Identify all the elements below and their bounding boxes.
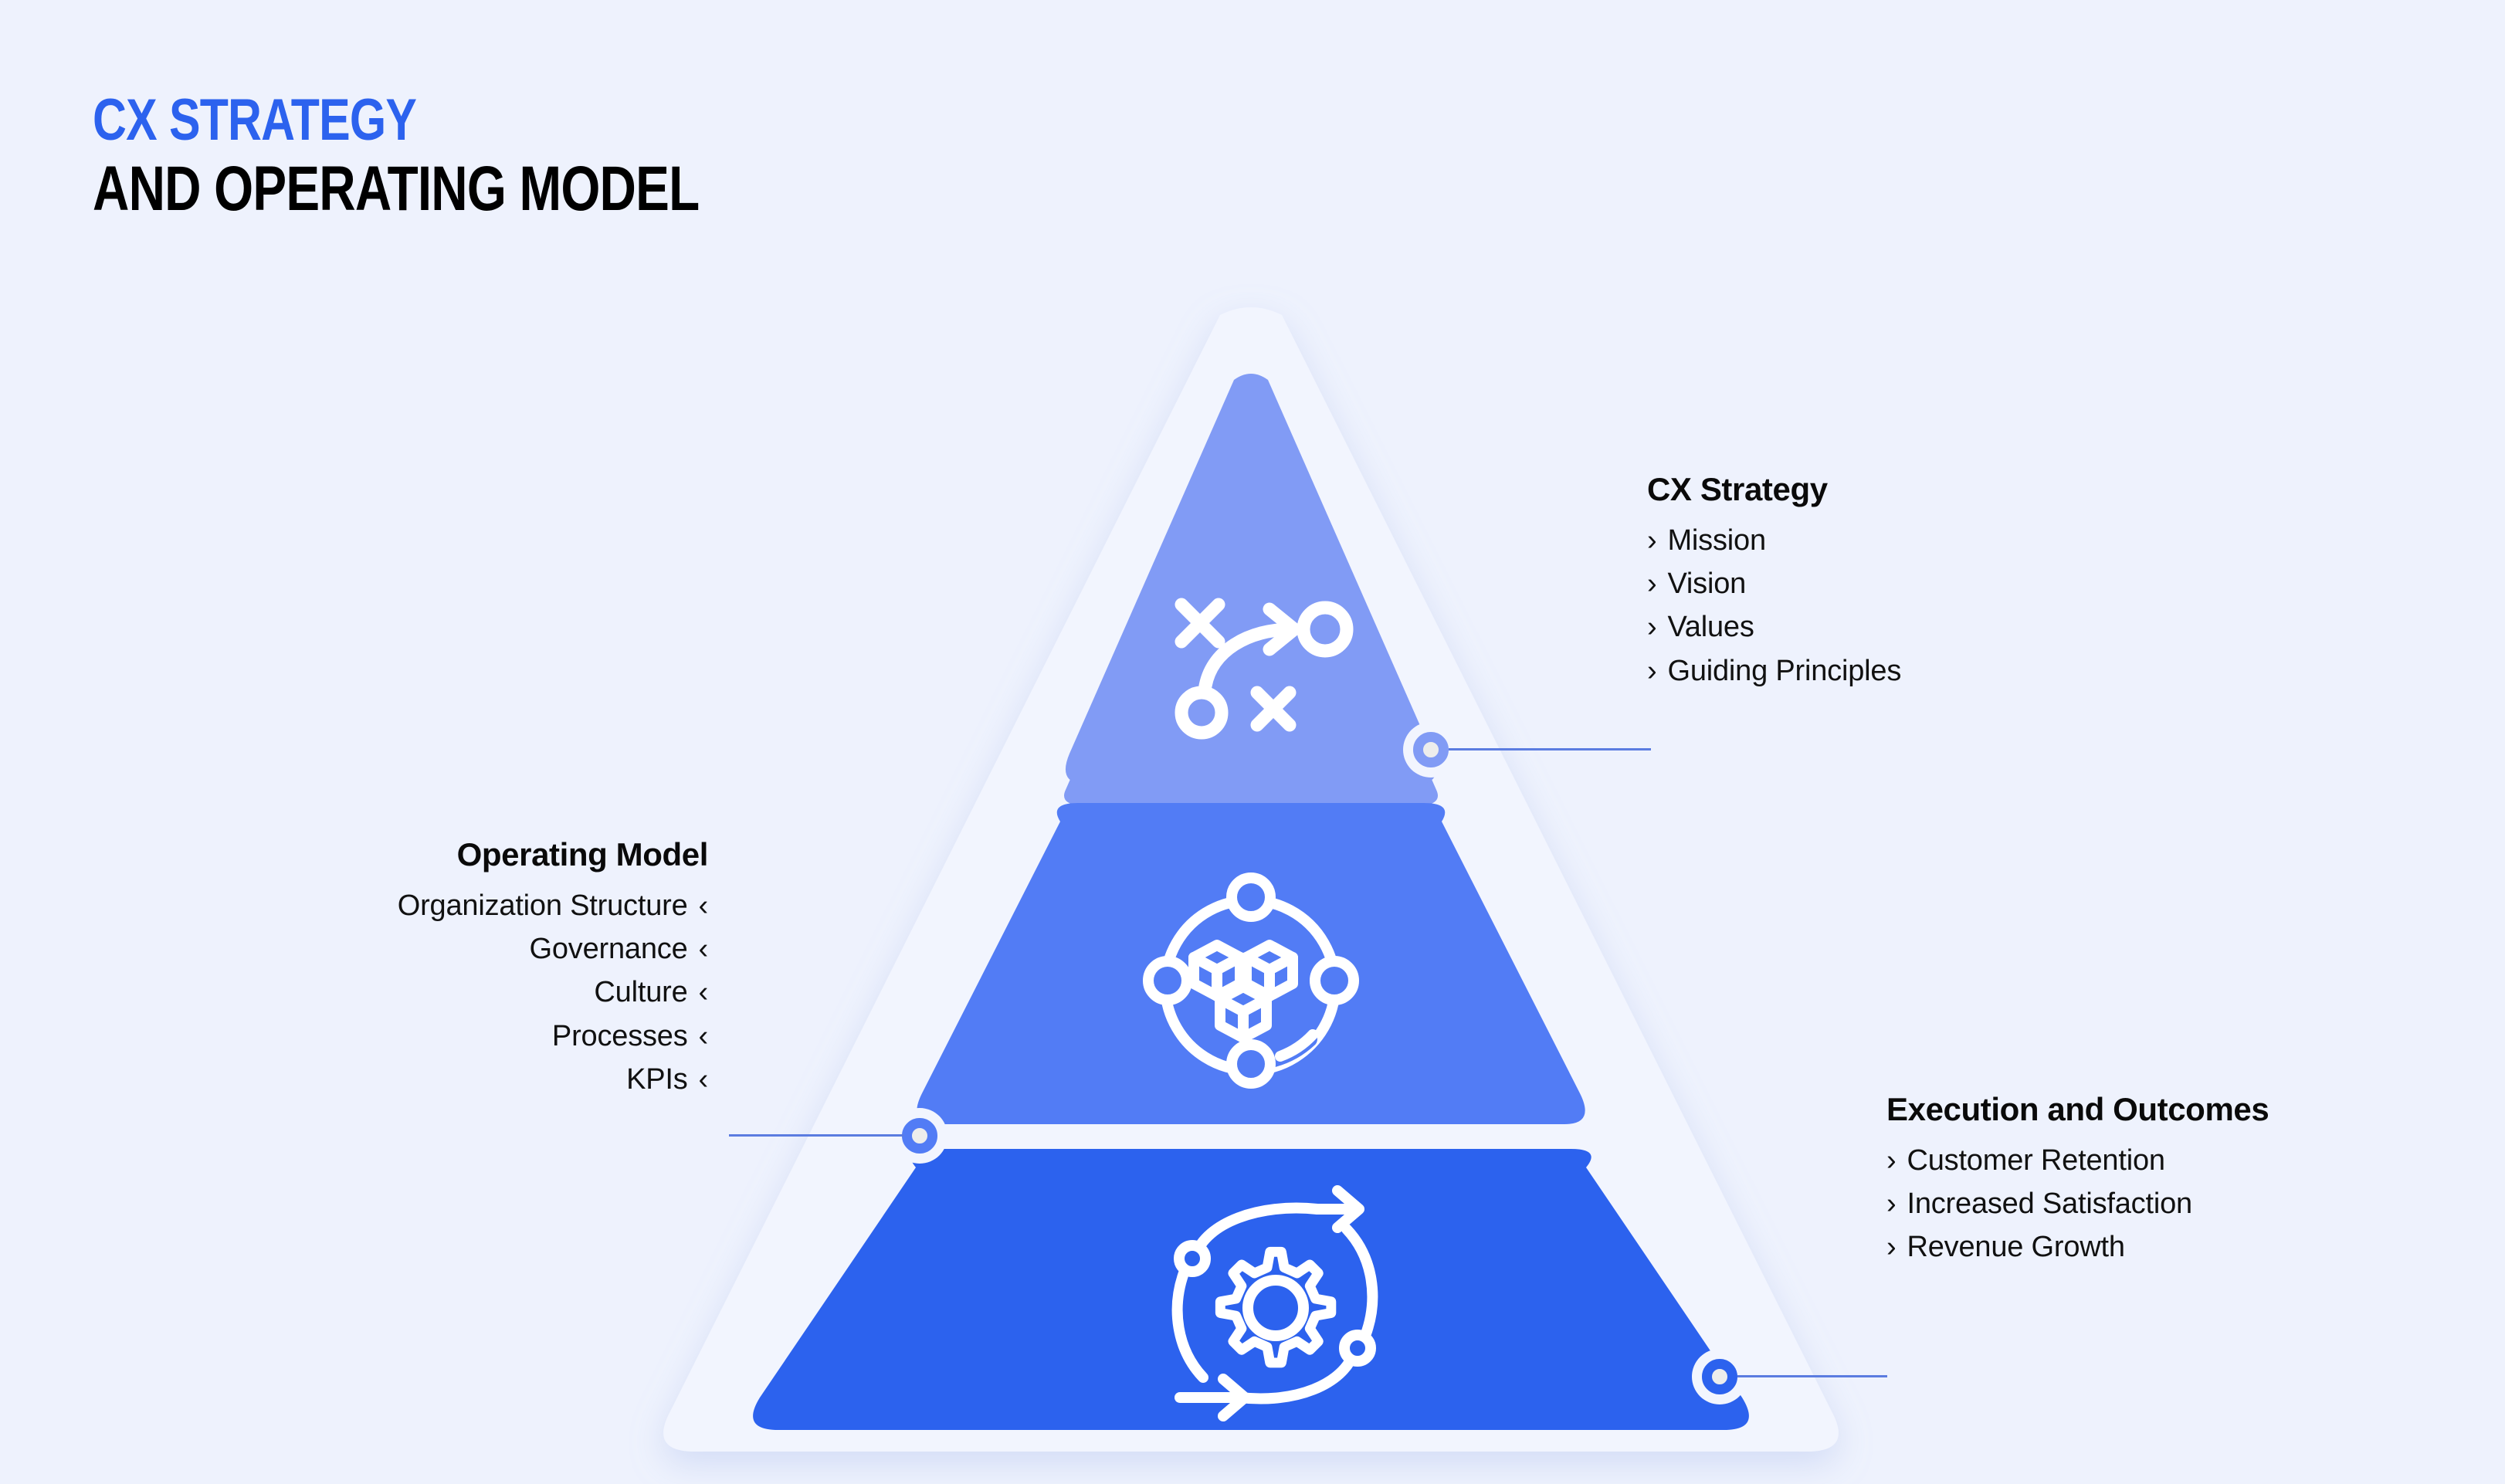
- chevron-right-icon: ›: [1647, 611, 1657, 644]
- chevron-right-icon: ›: [1886, 1144, 1897, 1177]
- network-cubes-icon: [1143, 872, 1359, 1089]
- callout-strategy: CX Strategy › Mission › Vision › Values › Gu…: [1647, 471, 1901, 693]
- callout-execution-outcomes-heading: Execution and Outcomes: [1886, 1091, 2269, 1127]
- pyramid-svg: [663, 307, 1839, 1452]
- chevron-left-icon: ‹: [698, 976, 709, 1009]
- list-item[interactable]: › Revenue Growth: [1886, 1225, 2269, 1269]
- list-item[interactable]: KPIs ‹: [398, 1058, 708, 1101]
- chevron-left-icon: ‹: [698, 1019, 709, 1052]
- list-item-label: Revenue Growth: [1907, 1231, 2125, 1264]
- list-item[interactable]: Organization Structure ‹: [398, 884, 708, 927]
- chevron-right-icon: ›: [1647, 524, 1657, 557]
- title-line-accent: CX STRATEGY: [93, 87, 417, 153]
- connector-line-strategy: [1449, 748, 1651, 750]
- callout-strategy-list: › Mission › Vision › Values › Guiding Princi…: [1647, 519, 1901, 693]
- connector-line-execution: [1737, 1375, 1887, 1377]
- list-item[interactable]: › Values: [1647, 605, 1901, 649]
- chevron-left-icon: ‹: [698, 933, 709, 966]
- list-item-label: Customer Retention: [1907, 1144, 2165, 1177]
- connector-line-operating-model: [729, 1134, 903, 1137]
- list-item-label: Processes: [551, 1019, 688, 1052]
- list-item[interactable]: › Increased Satisfaction: [1886, 1182, 2269, 1225]
- list-item[interactable]: › Vision: [1647, 562, 1901, 605]
- callout-strategy-heading: CX Strategy: [1647, 471, 1828, 507]
- list-item-label: Values: [1667, 611, 1754, 644]
- gear-cycle-icon: [1171, 1185, 1378, 1421]
- list-item-label: KPIs: [626, 1062, 688, 1096]
- callout-operating-model-heading: Operating Model: [456, 836, 709, 872]
- connector-dot-strategy[interactable]: [1413, 732, 1449, 767]
- chevron-left-icon: ‹: [698, 1062, 709, 1096]
- connector-dot-operating-model[interactable]: [902, 1118, 937, 1154]
- page-title: CX STRATEGY AND OPERATING MODEL: [93, 91, 851, 221]
- callout-operating-model: Operating Model Organization Structure ‹ …: [398, 836, 709, 1101]
- title-line-main: AND OPERATING MODEL: [93, 154, 700, 224]
- list-item-label: Mission: [1667, 524, 1766, 557]
- chevron-left-icon: ‹: [698, 889, 709, 922]
- pyramid-diagram: [633, 293, 1887, 1452]
- list-item[interactable]: › Customer Retention: [1886, 1139, 2269, 1182]
- callout-operating-model-list: Organization Structure ‹ Governance ‹ Cult…: [398, 884, 708, 1101]
- chevron-right-icon: ›: [1886, 1231, 1897, 1264]
- list-item[interactable]: › Mission: [1647, 519, 1901, 562]
- strategy-playbook-icon: [1175, 598, 1354, 740]
- list-item-label: Increased Satisfaction: [1907, 1188, 2192, 1221]
- chevron-right-icon: ›: [1886, 1188, 1897, 1221]
- list-item[interactable]: › Guiding Principles: [1647, 649, 1901, 693]
- chevron-right-icon: ›: [1647, 568, 1657, 601]
- callout-execution-outcomes: Execution and Outcomes › Customer Retenti…: [1886, 1091, 2269, 1269]
- chevron-right-icon: ›: [1647, 654, 1657, 687]
- list-item[interactable]: Culture ‹: [398, 971, 708, 1014]
- list-item[interactable]: Processes ‹: [398, 1015, 708, 1058]
- callout-execution-outcomes-list: › Customer Retention › Increased Satisfact…: [1886, 1139, 2269, 1269]
- list-item-label: Organization Structure: [397, 889, 688, 922]
- list-item-label: Governance: [529, 933, 688, 966]
- list-item-label: Guiding Principles: [1667, 654, 1902, 687]
- list-item-label: Culture: [594, 976, 688, 1009]
- connector-dot-execution[interactable]: [1702, 1359, 1737, 1394]
- list-item-label: Vision: [1667, 568, 1747, 601]
- tier-strategy-shape[interactable]: [1065, 374, 1437, 784]
- list-item[interactable]: Governance ‹: [398, 927, 709, 971]
